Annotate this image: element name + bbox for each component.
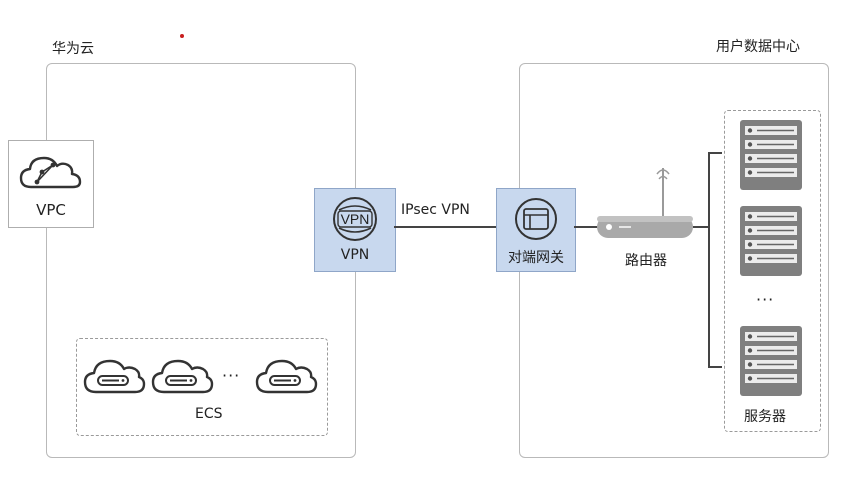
vpn-icon-text: VPN [341, 211, 370, 227]
gateway-node[interactable]: 对端网关 [496, 188, 576, 272]
server-rack-icon[interactable] [740, 120, 802, 190]
vpc-label: VPC [36, 201, 66, 219]
vpn-node[interactable]: VPN VPN [314, 188, 396, 272]
server-group [724, 110, 821, 432]
router-icon[interactable] [595, 160, 695, 250]
ipsec-link [394, 226, 496, 228]
vpc-node[interactable]: VPC [8, 140, 94, 228]
server-bracket-top [708, 152, 722, 154]
gateway-router-link [574, 226, 598, 228]
cloud-server-icon[interactable] [254, 354, 318, 398]
server-rack-icon[interactable] [740, 206, 802, 276]
server-rack-icon[interactable] [740, 326, 802, 396]
vpn-icon: VPN [333, 197, 377, 241]
red-dot-marker [180, 34, 184, 38]
cloud-server-icon[interactable] [150, 354, 214, 398]
gateway-label: 对端网关 [508, 250, 564, 266]
server-bracket-bottom [708, 366, 722, 368]
ecs-label: ECS [195, 406, 223, 422]
vpn-label: VPN [340, 247, 370, 263]
datacenter-title: 用户数据中心 [716, 39, 800, 55]
cloud-server-icon[interactable] [82, 354, 146, 398]
server-bracket [708, 152, 710, 368]
ipsec-label: IPsec VPN [401, 202, 470, 218]
ecs-ellipsis: ··· [222, 366, 241, 385]
gateway-icon [515, 198, 557, 240]
router-label: 路由器 [625, 253, 667, 269]
cloud-title: 华为云 [52, 41, 94, 57]
router-bracket-link [693, 226, 709, 228]
ecs-group [76, 338, 328, 436]
cloud-network-icon [19, 156, 82, 189]
server-ellipsis: ··· [756, 290, 775, 309]
server-label: 服务器 [744, 409, 786, 425]
